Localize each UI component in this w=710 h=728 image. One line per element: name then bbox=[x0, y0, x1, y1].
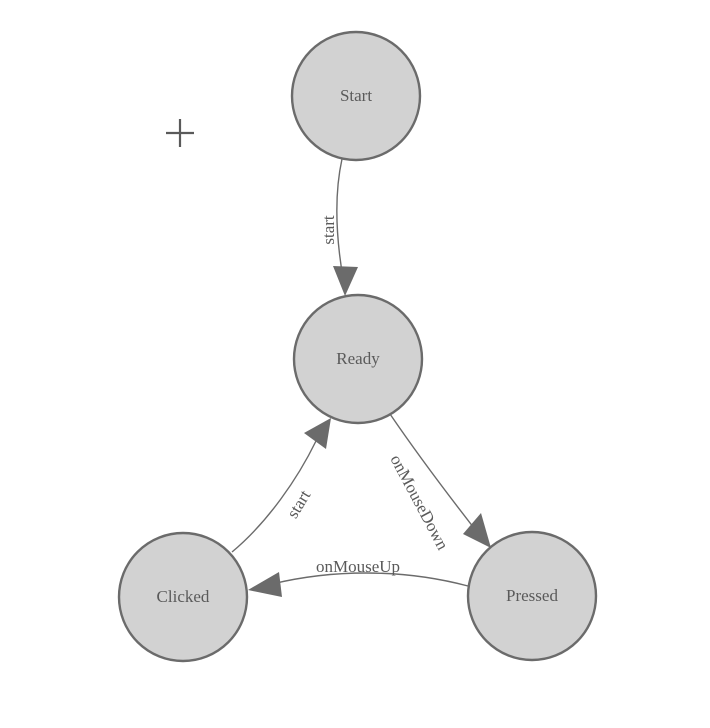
node-shape-start bbox=[290, 30, 422, 162]
edge-label-pressed-to-clicked: onMouseUp bbox=[316, 557, 400, 576]
edge-label-ready-to-pressed: onMouseDown bbox=[386, 452, 452, 554]
edge-clicked-to-ready[interactable]: start bbox=[231, 418, 331, 553]
plus-icon[interactable] bbox=[166, 119, 194, 147]
edge-start-to-ready[interactable]: start bbox=[319, 158, 358, 296]
edge-path-ready-to-pressed bbox=[389, 413, 482, 538]
node-shape-pressed bbox=[466, 530, 598, 662]
node-label-start: Start bbox=[340, 86, 372, 105]
edge-path-clicked-to-ready bbox=[231, 440, 317, 553]
node-ready[interactable]: Ready bbox=[292, 293, 424, 425]
edge-pressed-to-clicked[interactable]: onMouseUp bbox=[248, 557, 469, 597]
node-label-ready: Ready bbox=[336, 349, 380, 368]
node-clicked[interactable]: Clicked bbox=[117, 531, 249, 663]
node-shape-clicked bbox=[117, 531, 249, 663]
node-label-clicked: Clicked bbox=[157, 587, 210, 606]
edge-path-pressed-to-clicked bbox=[271, 572, 469, 587]
arrow-head-pressed-to-clicked bbox=[248, 572, 282, 597]
node-start[interactable]: Start bbox=[290, 30, 422, 162]
edge-label-start-to-ready: start bbox=[319, 215, 338, 245]
edge-label-clicked-to-ready: start bbox=[283, 487, 315, 522]
node-label-pressed: Pressed bbox=[506, 586, 558, 605]
node-shape-ready bbox=[292, 293, 424, 425]
node-pressed[interactable]: Pressed bbox=[466, 530, 598, 662]
arrow-head-ready-to-pressed bbox=[463, 513, 491, 548]
arrow-head-clicked-to-ready bbox=[304, 418, 331, 449]
edge-ready-to-pressed[interactable]: onMouseDown bbox=[386, 413, 491, 554]
arrow-head-start-to-ready bbox=[333, 266, 358, 296]
